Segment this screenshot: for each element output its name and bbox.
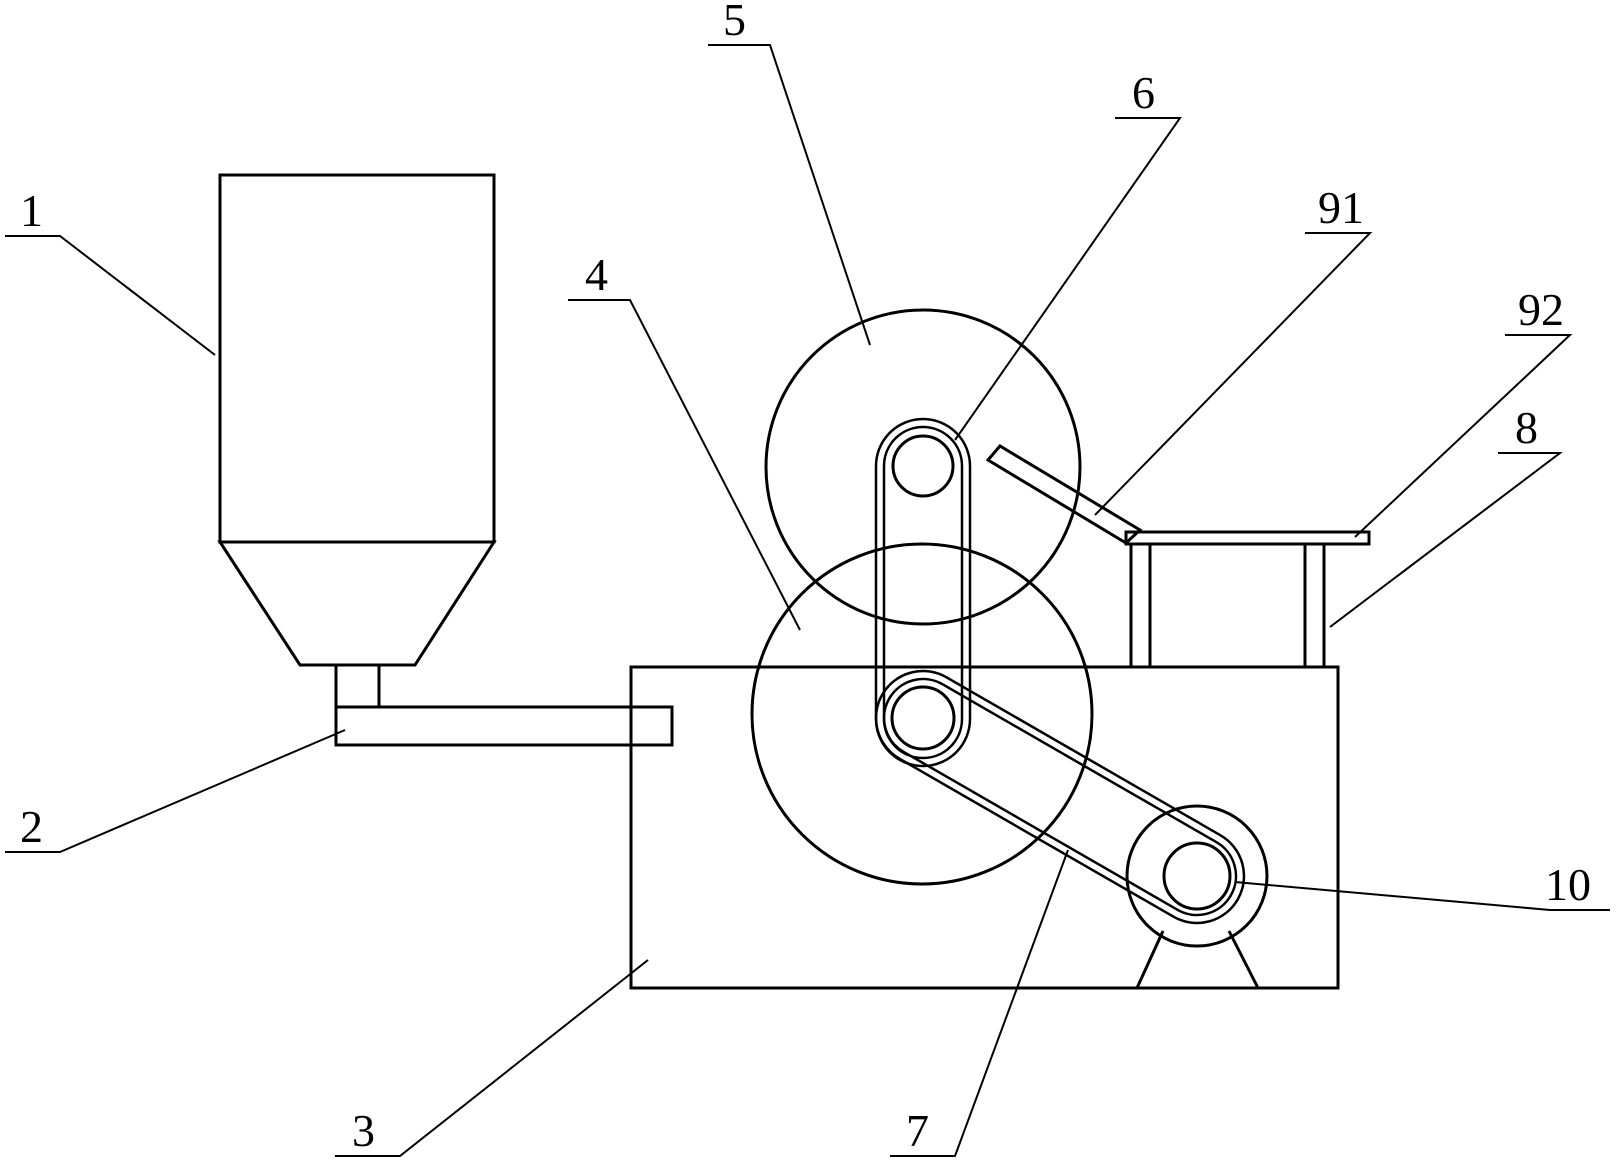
- lower-belt: [874, 669, 1246, 925]
- label-feed-pipe: 2: [20, 801, 43, 852]
- label-lower-roller: 4: [585, 249, 608, 300]
- label-chute: 91: [1318, 182, 1364, 233]
- label-frame: 3: [352, 1105, 375, 1156]
- upper-belt: [874, 417, 972, 768]
- leader-lines: [5, 44, 1610, 1157]
- label-hopper: 1: [20, 185, 43, 236]
- feed-pipe: [334, 663, 674, 747]
- lower-belt-edge: [874, 669, 1246, 925]
- label-support: 8: [1515, 402, 1538, 453]
- label-upper-roller: 5: [723, 0, 746, 45]
- hopper: [217, 173, 497, 667]
- motor: [1125, 804, 1269, 989]
- label-motor: 10: [1545, 859, 1591, 910]
- label-upper-belt: 6: [1132, 67, 1155, 118]
- upper-roller: [764, 308, 1082, 626]
- support: [1129, 543, 1326, 667]
- lower-roller: [750, 542, 1094, 886]
- chute: [985, 444, 1143, 545]
- frame: [629, 665, 1340, 990]
- lower-belt-edge: [882, 677, 1237, 917]
- label-platform: 92: [1518, 284, 1564, 335]
- platform: [1124, 530, 1371, 546]
- label-lower-belt: 7: [906, 1105, 929, 1156]
